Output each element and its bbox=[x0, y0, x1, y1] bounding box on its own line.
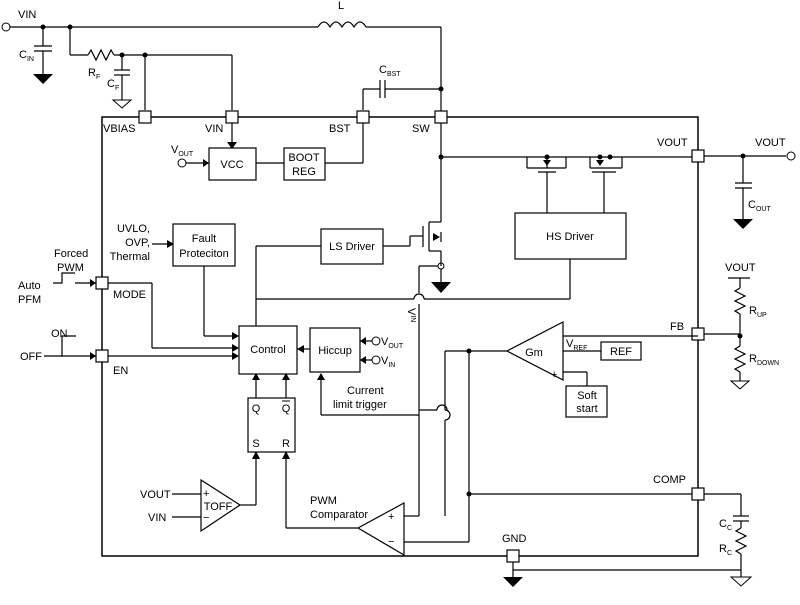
svg-text:CC: CC bbox=[719, 518, 732, 532]
svg-text:PWM: PWM bbox=[310, 495, 337, 507]
svg-text:ON: ON bbox=[51, 328, 68, 340]
pin-fb bbox=[691, 327, 705, 341]
ref-block bbox=[600, 341, 642, 361]
pin-fb-label: FB bbox=[670, 321, 684, 333]
svg-text:+: + bbox=[203, 488, 209, 500]
pwm-comparator bbox=[356, 501, 405, 557]
pin-mode bbox=[95, 276, 109, 290]
pin-bst-label: BST bbox=[329, 123, 351, 135]
pin-sw-label: SW bbox=[412, 123, 430, 135]
svg-text:VIN: VIN bbox=[148, 512, 166, 524]
svg-text:Thermal: Thermal bbox=[110, 251, 150, 263]
svg-text:Soft: Soft bbox=[577, 390, 597, 402]
control-block bbox=[238, 325, 298, 375]
svg-text:REF: REF bbox=[610, 346, 632, 358]
svg-text:Proteciton: Proteciton bbox=[179, 248, 229, 260]
svg-text:−: − bbox=[388, 536, 394, 548]
svg-text:RC: RC bbox=[719, 543, 732, 557]
pin-vin bbox=[225, 110, 239, 124]
svg-text:Control: Control bbox=[250, 344, 285, 356]
svg-text:UVLO,: UVLO, bbox=[117, 223, 150, 235]
pin-comp-label: COMP bbox=[653, 474, 686, 486]
svg-text:VOUT: VOUT bbox=[381, 336, 404, 350]
pin-vbias-label: VBIAS bbox=[103, 123, 135, 135]
svg-text:Q: Q bbox=[252, 403, 261, 415]
svg-text:REG: REG bbox=[292, 166, 316, 178]
svg-text:HS Driver: HS Driver bbox=[546, 231, 594, 243]
svg-text:VOUT: VOUT bbox=[171, 144, 194, 158]
svg-text:Gm: Gm bbox=[525, 347, 543, 359]
hiccup-block bbox=[309, 327, 361, 373]
svg-text:Forced: Forced bbox=[54, 248, 88, 260]
vout-fb-label: VOUT bbox=[725, 262, 756, 274]
pins: VBIAS VIN BST SW VOUT FB COMP GND MODE E… bbox=[95, 110, 705, 563]
output-section: VOUT COUT VOUT RUP RDOWN CC RC bbox=[503, 137, 796, 587]
pin-en-label: EN bbox=[113, 365, 128, 377]
svg-text:S: S bbox=[252, 438, 259, 450]
vout-out-label: VOUT bbox=[755, 137, 786, 149]
pin-comp bbox=[691, 487, 705, 501]
svg-text:limit trigger: limit trigger bbox=[333, 399, 387, 411]
svg-text:PFM: PFM bbox=[18, 294, 41, 306]
svg-text:CBST: CBST bbox=[379, 64, 401, 78]
svg-text:start: start bbox=[576, 403, 597, 415]
svg-text:PWM: PWM bbox=[57, 262, 84, 274]
annotations: UVLO, OVP, Thermal Forced PWM Auto PFM O… bbox=[18, 223, 587, 524]
vcc-block bbox=[208, 147, 257, 181]
fault-protection-block bbox=[172, 223, 236, 267]
svg-text:Hiccup: Hiccup bbox=[318, 345, 352, 357]
pin-gnd-label: GND bbox=[502, 533, 527, 545]
svg-text:OVP,: OVP, bbox=[125, 237, 150, 249]
pin-vbias bbox=[138, 110, 152, 124]
soft-start-block bbox=[565, 385, 608, 418]
svg-text:RUP: RUP bbox=[749, 305, 767, 319]
functional-blocks: VCC BOOT REG Fault Proteciton LS Driver … bbox=[172, 147, 642, 557]
svg-text:Current: Current bbox=[347, 385, 384, 397]
pin-vout bbox=[691, 149, 705, 163]
pin-vin-label: VIN bbox=[205, 123, 223, 135]
pin-mode-label: MODE bbox=[113, 289, 146, 301]
sr-latch-block bbox=[247, 397, 296, 453]
svg-text:VIN: VIN bbox=[405, 308, 417, 322]
svg-text:Fault: Fault bbox=[192, 233, 216, 245]
svg-text:−: − bbox=[203, 512, 209, 524]
svg-text:R: R bbox=[282, 438, 290, 450]
svg-text:VOUT: VOUT bbox=[140, 489, 171, 501]
svg-text:VREF: VREF bbox=[566, 338, 587, 352]
pin-gnd bbox=[506, 549, 520, 563]
svg-text:BOOT: BOOT bbox=[288, 152, 319, 164]
pin-bst bbox=[356, 110, 370, 124]
svg-text:RF: RF bbox=[88, 67, 100, 81]
boot-reg-block bbox=[283, 147, 326, 181]
svg-text:Auto: Auto bbox=[18, 280, 41, 292]
svg-text:Comparator: Comparator bbox=[310, 509, 368, 521]
svg-text:VIN: VIN bbox=[381, 355, 395, 369]
svg-text:+: + bbox=[551, 369, 557, 381]
svg-text:+: + bbox=[388, 511, 394, 523]
svg-text:LS Driver: LS Driver bbox=[329, 241, 375, 253]
svg-text:OFF: OFF bbox=[20, 351, 42, 363]
internal-wiring: VOUT bbox=[44, 123, 698, 543]
pin-vout-label: VOUT bbox=[657, 137, 688, 149]
svg-text:CIN: CIN bbox=[19, 49, 34, 63]
svg-text:COUT: COUT bbox=[748, 199, 771, 213]
gm-amplifier bbox=[505, 321, 564, 381]
svg-text:Q: Q bbox=[282, 403, 291, 415]
svg-text:RDOWN: RDOWN bbox=[749, 353, 779, 367]
svg-text:CF: CF bbox=[107, 78, 119, 92]
pin-sw bbox=[434, 110, 448, 124]
toff-comparator bbox=[200, 478, 242, 533]
input-section: VIN L CIN RF CF bbox=[1, 0, 444, 117]
pin-en bbox=[95, 349, 109, 363]
svg-text:TOFF: TOFF bbox=[204, 501, 233, 513]
inductor-label: L bbox=[338, 0, 344, 12]
hs-driver-block bbox=[514, 212, 627, 260]
ls-driver-block bbox=[320, 228, 384, 265]
vcc-label: VCC bbox=[220, 159, 243, 171]
vin-label: VIN bbox=[18, 9, 36, 21]
